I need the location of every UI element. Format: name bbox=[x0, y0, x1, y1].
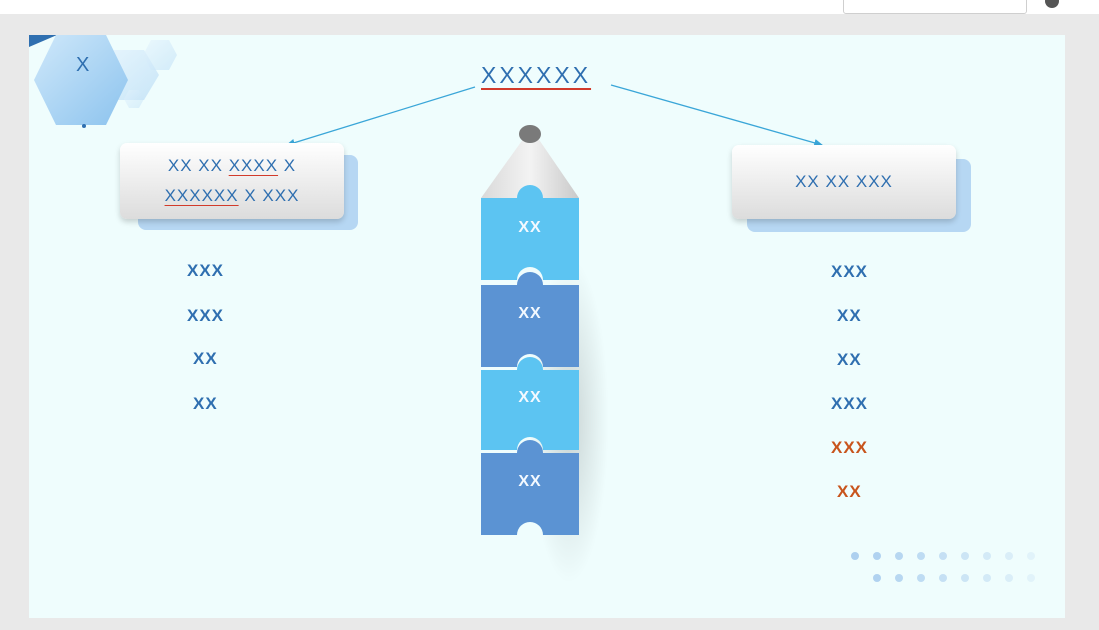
left-card-text: XX XX bbox=[167, 156, 229, 175]
pencil-segment-label: XX bbox=[518, 219, 542, 236]
pencil-segment-label: XX bbox=[518, 389, 542, 406]
corner-label: X bbox=[76, 54, 90, 76]
slide-title: XXXXXX bbox=[481, 62, 592, 88]
left-card-text: X XXX bbox=[238, 186, 300, 205]
right-list-item-highlight: XX bbox=[837, 482, 862, 501]
right-list-item: XX bbox=[837, 350, 862, 369]
dot-pattern-decoration-icon bbox=[851, 552, 1035, 582]
left-list-item: XXX bbox=[187, 261, 225, 280]
right-list-item: XXX bbox=[831, 394, 869, 413]
left-card-line-1: XX XX XXXX X bbox=[168, 151, 296, 181]
right-card-text: XX XX XXX bbox=[795, 172, 893, 191]
left-card-underlined-text: XXXX bbox=[228, 156, 279, 175]
pencil-segment-label: XX bbox=[518, 473, 542, 490]
left-list-item: XXX bbox=[187, 306, 225, 325]
left-list-item: XX bbox=[193, 349, 218, 368]
left-card-underlined-text: XXXXXX bbox=[164, 186, 239, 205]
top-search-box[interactable] bbox=[843, 0, 1027, 14]
left-list-item: XX bbox=[193, 394, 218, 413]
pencil-puzzle-graphic bbox=[481, 125, 579, 535]
browser-top-bar bbox=[0, 0, 1099, 14]
right-list-item: XX bbox=[837, 306, 862, 325]
pencil-segment-label: XX bbox=[518, 305, 542, 322]
presentation-slide: X XXXXXX XX XX XXXX X XXXXXX X XXX XX XX… bbox=[29, 35, 1065, 618]
left-card-line-2: XXXXXX X XXX bbox=[165, 181, 300, 211]
hexagon-decoration-icon bbox=[29, 35, 177, 128]
left-info-card: XX XX XXXX X XXXXXX X XXX bbox=[120, 143, 344, 219]
profile-icon[interactable] bbox=[1045, 0, 1059, 8]
left-card-text: X bbox=[278, 156, 297, 175]
right-list-item: XXX bbox=[831, 262, 869, 281]
right-list-item-highlight: XXX bbox=[831, 438, 869, 457]
connector-arrows bbox=[285, 84, 824, 147]
right-info-card: XX XX XXX bbox=[732, 145, 956, 219]
